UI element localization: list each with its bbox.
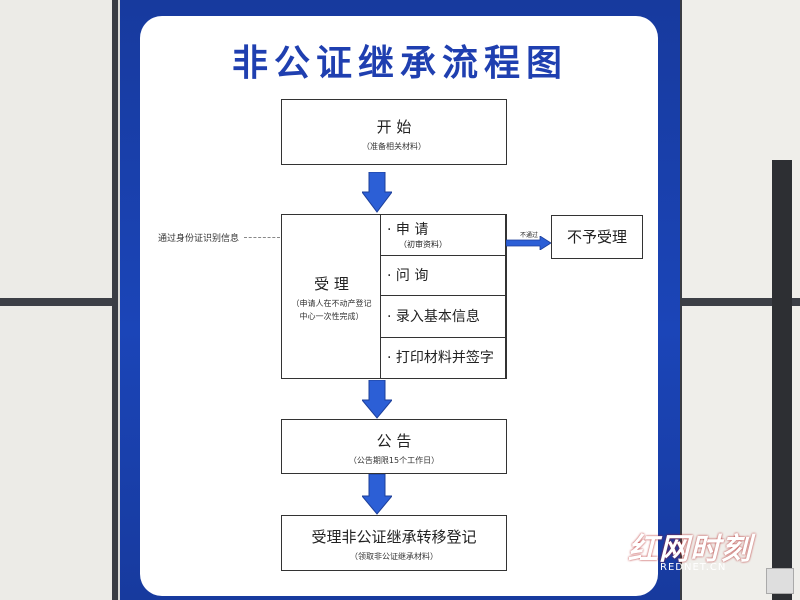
verify-note: 通过身份证识别信息 (158, 234, 240, 244)
step-record-label: · 录入基本信息 (387, 309, 480, 325)
start-node-label: 开 始 (376, 118, 412, 136)
step-inquiry-label: · 问 询 (387, 268, 429, 284)
wall-switch-icon (766, 568, 794, 594)
step-apply-sub: （初审资料） (399, 240, 447, 249)
arrow-right-icon (506, 236, 552, 250)
register-node: 受理非公证继承转移登记 （领取非公证继承材料） (281, 515, 507, 571)
dotted-connector (244, 237, 280, 238)
wall-left-panel (0, 0, 118, 600)
step-print-sign: · 打印材料并签字 (380, 338, 506, 379)
step-apply-label: · 申 请 (387, 222, 429, 238)
watermark-sub: REDNET.CN (660, 562, 727, 573)
announce-node-label: 公 告 (376, 432, 412, 450)
wall-seam (0, 298, 112, 306)
register-node-label: 受理非公证继承转移登记 (311, 528, 477, 546)
step-apply: · 申 请 （初审资料） (380, 214, 506, 256)
announce-node: 公 告 （公告期限15个工作日） (281, 419, 507, 474)
accept-node-sub2: 中心一次性完成） (299, 312, 364, 321)
wall-right-panel (674, 0, 800, 600)
arrow-down-icon (362, 380, 392, 419)
watermark-logo: 红网时刻 (628, 532, 752, 567)
reject-node: 不予受理 (551, 215, 643, 259)
announce-node-sub: （公告期限15个工作日） (348, 456, 440, 465)
start-node-sub: （准备相关材料） (362, 142, 426, 151)
accept-node-label: 受 理 (314, 275, 349, 293)
step-print-sign-label: · 打印材料并签字 (387, 350, 494, 366)
reject-label: 不通过 (520, 232, 539, 239)
register-node-sub: （领取非公证继承材料） (350, 552, 438, 561)
accept-node-sub1: （申请人在不动产登记 (291, 299, 372, 308)
arrow-down-icon (362, 172, 392, 213)
step-record: · 录入基本信息 (380, 296, 506, 338)
wall-device (772, 160, 792, 600)
start-node: 开 始 （准备相关材料） (281, 99, 507, 165)
arrow-down-icon (362, 474, 392, 515)
step-inquiry: · 问 询 (380, 256, 506, 296)
diagram-title: 非公证继承流程图 (231, 43, 568, 84)
wall-seam (682, 298, 800, 306)
reject-node-label: 不予受理 (566, 228, 627, 246)
